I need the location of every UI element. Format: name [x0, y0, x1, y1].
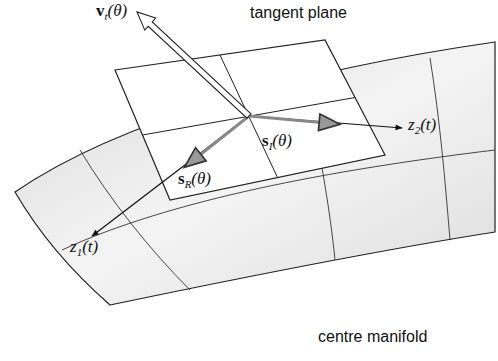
- z2-axis: [249, 116, 402, 128]
- axis-label: z2(t): [408, 116, 436, 136]
- vector-label: sI(θ): [262, 132, 292, 152]
- sI-vector: [249, 116, 338, 124]
- axis-label: z1(t): [70, 238, 98, 258]
- sR-vector: [186, 116, 249, 166]
- manifold-title: centre manifold: [318, 328, 427, 346]
- vector-label: vt(θ): [96, 2, 127, 22]
- tangent-plane: [115, 40, 385, 200]
- vector-label: sR(θ): [178, 170, 211, 190]
- vt-vector: [137, 12, 251, 118]
- z1-axis: [92, 116, 249, 236]
- plane-title: tangent plane: [250, 4, 347, 22]
